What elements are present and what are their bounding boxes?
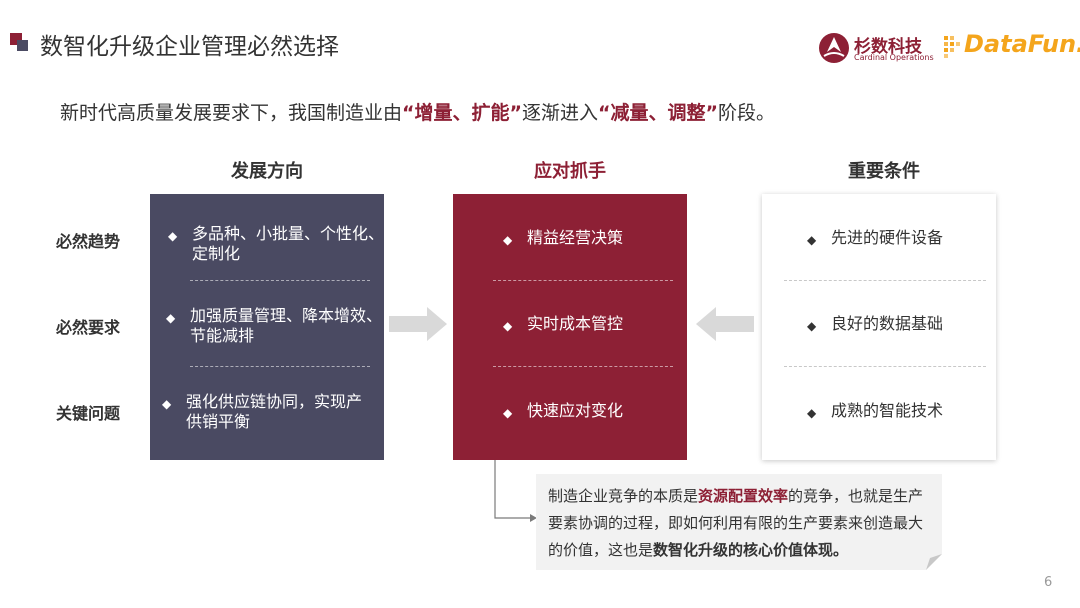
dashed-divider [493,280,673,281]
note-bold: 数智化升级的核心价值体现。 [653,541,849,559]
logo-secondary-text: DataFun. [964,30,1080,58]
cardinal-operations-logo: 杉数科技 Cardinal Operations [818,31,936,65]
column-header-response: 应对抓手 [534,161,606,182]
datafun-logo: DataFun. [942,30,1080,64]
diamond-bullet-icon: ◆ [166,311,176,325]
diamond-bullet-icon: ◆ [503,406,513,420]
note-text: 制造企业竞争的本质是资源配置效率的竞争，也就是生产要素协调的过程，即如何利用有限… [548,483,936,564]
development-item-line2: 供销平衡 [186,412,251,431]
response-item-text: 快速应对变化 [527,401,624,420]
title-marker-icon [10,33,28,51]
condition-item-text: 良好的数据基础 [831,314,944,333]
note-box: 制造企业竞争的本质是资源配置效率的竞争，也就是生产要素协调的过程，即如何利用有限… [536,474,942,570]
dashed-divider [190,366,370,367]
diamond-bullet-icon: ◆ [503,233,513,247]
subtitle-highlight1: “增量、扩能” [402,102,522,124]
connector-arrow-icon [494,460,537,522]
diamond-bullet-icon: ◆ [807,233,817,247]
diamond-bullet-icon: ◆ [162,397,172,411]
dashed-divider [784,366,986,367]
subtitle: 新时代高质量发展要求下，我国制造业由“增量、扩能”逐渐进入“减量、调整”阶段。 [60,98,775,125]
logo-primary-cn: 杉数科技 [854,37,922,57]
subtitle-part2: 逐渐进入 [522,102,599,124]
dashed-divider [190,280,370,281]
slide-title: 数智化升级企业管理必然选择 [40,34,339,60]
logo-primary-en: Cardinal Operations [854,53,934,62]
column-header-conditions: 重要条件 [848,161,920,182]
note-highlight: 资源配置效率 [698,487,789,505]
page-number: 6 [1044,575,1053,590]
subtitle-part1: 新时代高质量发展要求下，我国制造业由 [60,102,403,124]
diamond-bullet-icon: ◆ [168,229,178,243]
response-item-text: 精益经营决策 [527,228,624,247]
dashed-divider [493,366,673,367]
condition-item-text: 先进的硬件设备 [831,228,944,247]
datafun-pixel-icon [944,36,960,58]
development-direction-box: ◆ 多品种、小批量、个性化、 定制化 ◆ 加强质量管理、降本增效、 节能减排 ◆… [150,194,384,460]
key-conditions-box: ◆ 先进的硬件设备 ◆ 良好的数据基础 ◆ 成熟的智能技术 [762,194,996,460]
diamond-bullet-icon: ◆ [807,319,817,333]
diamond-bullet-icon: ◆ [807,406,817,420]
subtitle-highlight2: “减量、调整” [598,102,718,124]
note-part2: 的竞争，也就是生产要素协调的过程，即如何利用有限的生产要素来创造最大的价值，这也… [548,487,924,559]
folded-corner-icon [926,554,942,570]
development-item-line1: 强化供应链协同，实现产 [186,392,363,411]
subtitle-part3: 阶段。 [718,102,776,124]
response-measures-box: ◆ 精益经营决策 ◆ 实时成本管控 ◆ 快速应对变化 [453,194,687,460]
cardinal-logo-icon [819,33,849,63]
response-item-text: 实时成本管控 [527,314,624,333]
development-item-line2: 定制化 [192,244,241,263]
development-item-line1: 加强质量管理、降本增效、 [190,306,383,325]
diamond-bullet-icon: ◆ [503,319,513,333]
note-part1: 制造企业竞争的本质是 [548,487,699,505]
row-label-requirement: 必然要求 [56,318,121,337]
arrow-right-icon [389,307,447,341]
development-item-line2: 节能减排 [190,326,255,345]
column-header-development: 发展方向 [231,161,303,182]
development-item-line1: 多品种、小批量、个性化、 [192,224,385,243]
condition-item-text: 成熟的智能技术 [831,401,944,420]
arrow-left-icon [696,307,754,341]
row-label-key-issue: 关键问题 [56,404,121,423]
dashed-divider [784,280,986,281]
row-label-trend: 必然趋势 [56,232,121,251]
